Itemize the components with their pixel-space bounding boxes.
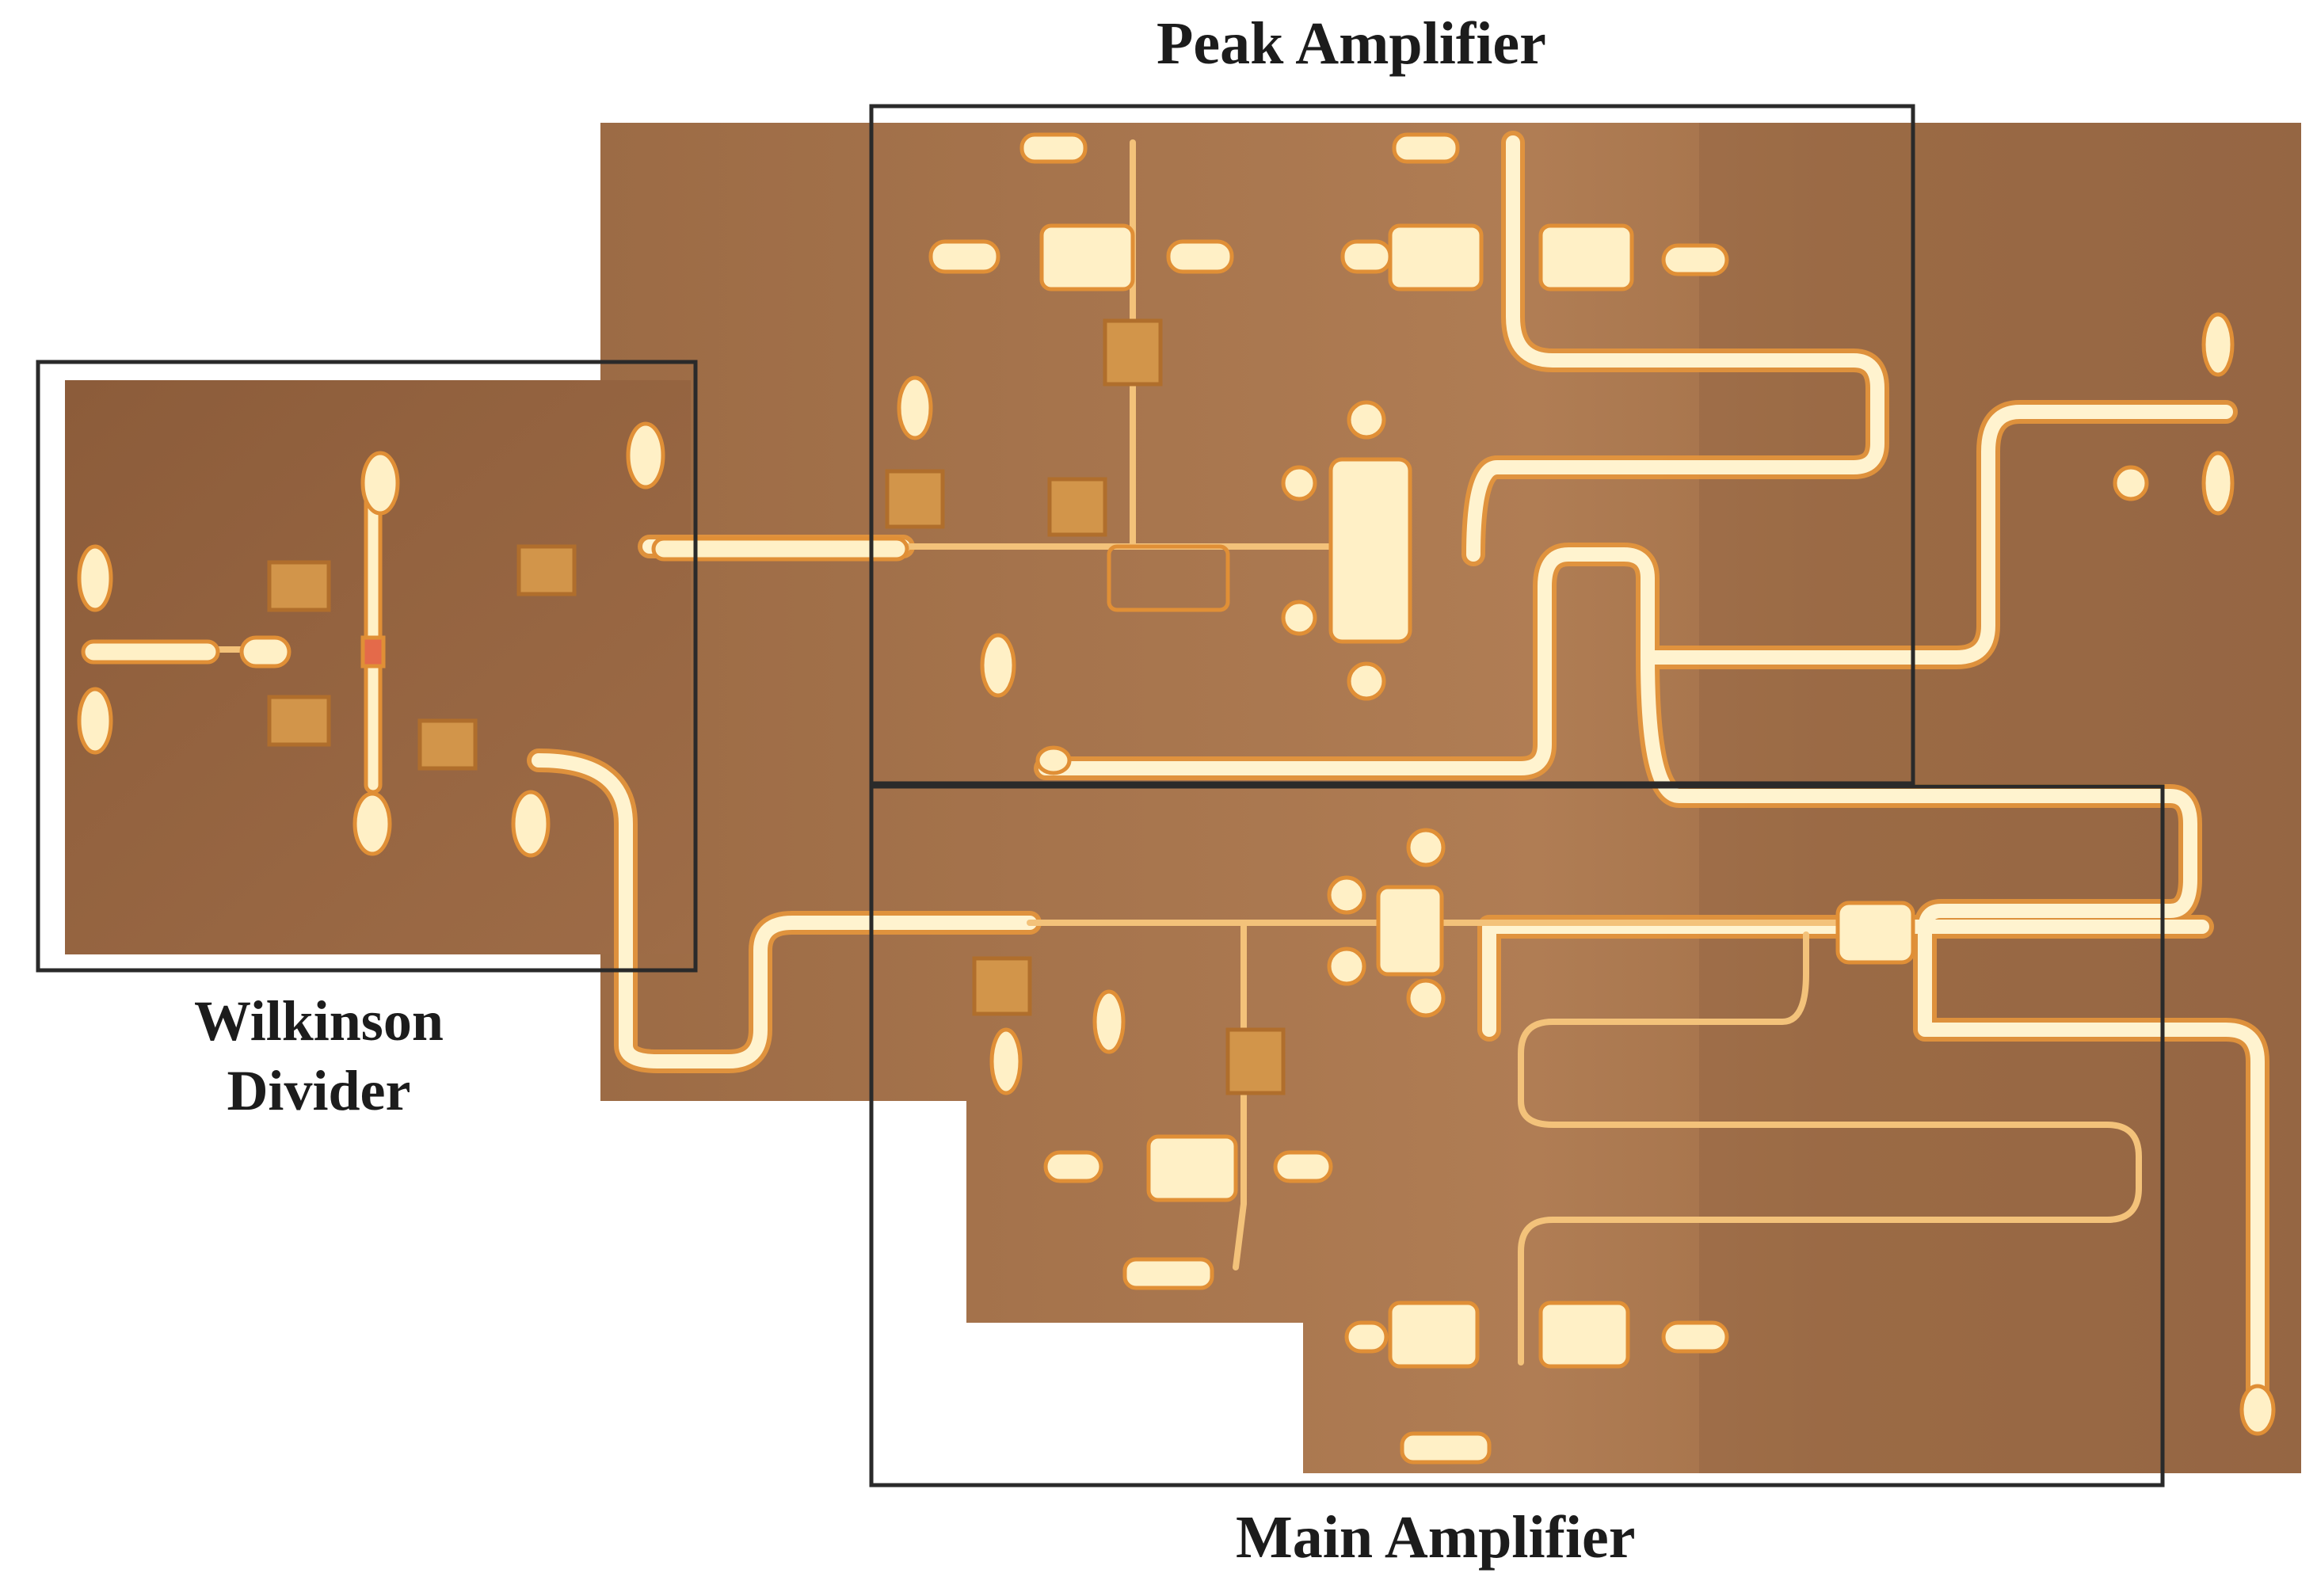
- input-pad: [239, 635, 292, 668]
- capacitor: [1538, 1301, 1630, 1369]
- peak-amplifier-label: Peak Amplifier: [1157, 10, 1546, 77]
- pad: [1661, 243, 1729, 276]
- input-line: [81, 639, 220, 665]
- wilkinson-label-line1: Wilkinson: [194, 989, 444, 1053]
- pad: [1043, 1150, 1103, 1183]
- wilkinson-label-line2: Divider: [227, 1059, 411, 1122]
- capacitor: [1538, 223, 1634, 291]
- pad: [1166, 239, 1234, 274]
- main-amplifier-box: [869, 784, 2165, 1487]
- combiner-node: [1835, 901, 1915, 965]
- annotation-boxes: [36, 104, 2165, 1487]
- pad: [1392, 132, 1460, 164]
- capacitor: [1146, 1134, 1238, 1202]
- pad: [1344, 1320, 1389, 1354]
- transistor-fingers: [1281, 400, 1446, 1018]
- pad: [1019, 132, 1088, 164]
- pad: [1400, 1431, 1492, 1465]
- capacitor: [1388, 1301, 1480, 1369]
- output-line: [651, 536, 909, 562]
- circuit-components: [885, 132, 2276, 1465]
- wilkinson-divider-box: [36, 360, 698, 973]
- capacitor: [1039, 223, 1135, 291]
- pad: [1273, 1150, 1333, 1183]
- wilkinson-divider-label: Wilkinson Divider: [194, 986, 444, 1126]
- peak-amplifier-box: [869, 104, 1915, 786]
- isolation-resistor: [360, 635, 386, 668]
- main-amplifier-label: Main Amplifier: [1236, 1504, 1636, 1571]
- transistor-gate: [1107, 544, 1230, 612]
- capacitor: [1388, 223, 1484, 291]
- pad: [928, 239, 1000, 274]
- wilkinson-divider: [77, 421, 909, 858]
- transistor: [1328, 457, 1412, 644]
- pad: [1340, 239, 1393, 274]
- pad: [1122, 1257, 1214, 1290]
- transistor: [1376, 885, 1444, 977]
- resistor-pads: [885, 318, 1286, 1095]
- bond-pads: [897, 312, 2276, 1436]
- pad: [1661, 1320, 1729, 1354]
